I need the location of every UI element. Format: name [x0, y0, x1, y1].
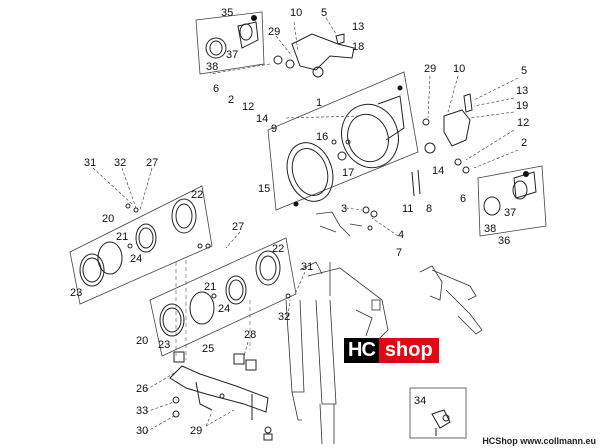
callout-6: 6 — [460, 193, 466, 205]
callout-5: 5 — [521, 65, 527, 77]
headlight-mount-hardware — [362, 169, 421, 231]
logo-shop-text: shop — [378, 337, 439, 363]
callout-10: 10 — [453, 63, 465, 75]
callout-20: 20 — [102, 213, 114, 225]
callout-32: 32 — [114, 157, 126, 169]
callout-7: 7 — [396, 247, 402, 259]
part-34-inset — [409, 387, 467, 439]
callout-18: 18 — [352, 41, 364, 53]
callout-36: 36 — [498, 235, 510, 247]
callout-37: 37 — [226, 49, 238, 61]
callout-12: 12 — [517, 117, 529, 129]
callout-14: 14 — [432, 165, 444, 177]
callout-27: 27 — [232, 221, 244, 233]
callout-12: 12 — [242, 101, 254, 113]
callout-29: 29 — [190, 425, 202, 437]
logo-hc-text: HC — [344, 337, 379, 363]
callout-34: 34 — [414, 395, 426, 407]
callout-10: 10 — [290, 7, 302, 19]
callout-13: 13 — [352, 21, 364, 33]
upper-left-bracket — [209, 33, 355, 78]
callout-8: 8 — [426, 203, 432, 215]
callout-21: 21 — [204, 281, 216, 293]
callout-31: 31 — [84, 157, 96, 169]
callout-37: 37 — [504, 207, 516, 219]
callout-20: 20 — [136, 335, 148, 347]
callout-2: 2 — [228, 94, 234, 106]
callout-19: 19 — [516, 100, 528, 112]
lower-indicator-lens-set — [149, 237, 297, 357]
right-turn-signal-assembly — [422, 93, 547, 237]
callout-13: 13 — [516, 85, 528, 97]
callout-2: 2 — [521, 137, 527, 149]
callout-33: 33 — [136, 405, 148, 417]
callout-27: 27 — [146, 157, 158, 169]
leader-lines — [92, 17, 519, 433]
callout-32: 32 — [278, 311, 290, 323]
left-turn-signal-assembly — [195, 11, 265, 75]
callout-25: 25 — [202, 343, 214, 355]
callout-29: 29 — [268, 26, 280, 38]
headlight-assembly — [267, 71, 419, 211]
lower-mount-bracket — [169, 351, 273, 441]
callout-17: 17 — [342, 167, 354, 179]
callout-30: 30 — [136, 425, 148, 437]
callout-16: 16 — [316, 131, 328, 143]
callout-22: 22 — [272, 243, 284, 255]
callout-24: 24 — [218, 303, 230, 315]
callout-29: 29 — [424, 63, 436, 75]
callout-24: 24 — [130, 253, 142, 265]
hcshop-logo: HC shop — [344, 336, 460, 364]
callout-22: 22 — [191, 189, 203, 201]
callout-9: 9 — [271, 123, 277, 135]
callout-38: 38 — [206, 61, 218, 73]
callout-1: 1 — [316, 97, 322, 109]
callout-28: 28 — [244, 329, 256, 341]
callout-6: 6 — [213, 83, 219, 95]
callout-23: 23 — [158, 339, 170, 351]
callout-21: 21 — [116, 231, 128, 243]
callout-11: 11 — [402, 203, 413, 215]
callout-15: 15 — [258, 183, 270, 195]
callout-4: 4 — [398, 229, 404, 241]
callout-26: 26 — [136, 383, 148, 395]
callout-3: 3 — [341, 203, 347, 215]
callout-labels: 35 37 38 6 2 10 29 12 14 5 13 18 1 9 29 … — [70, 7, 529, 437]
callout-38: 38 — [484, 223, 496, 235]
callout-31: 31 — [301, 261, 313, 273]
callout-35: 35 — [221, 7, 233, 19]
footer-credit: HCShop www.collmann.eu — [482, 436, 596, 446]
fork-and-handlebar — [285, 211, 483, 445]
callout-23: 23 — [70, 287, 82, 299]
callout-5: 5 — [321, 7, 327, 19]
upper-indicator-lens-set — [69, 185, 213, 305]
callout-14: 14 — [256, 113, 268, 125]
